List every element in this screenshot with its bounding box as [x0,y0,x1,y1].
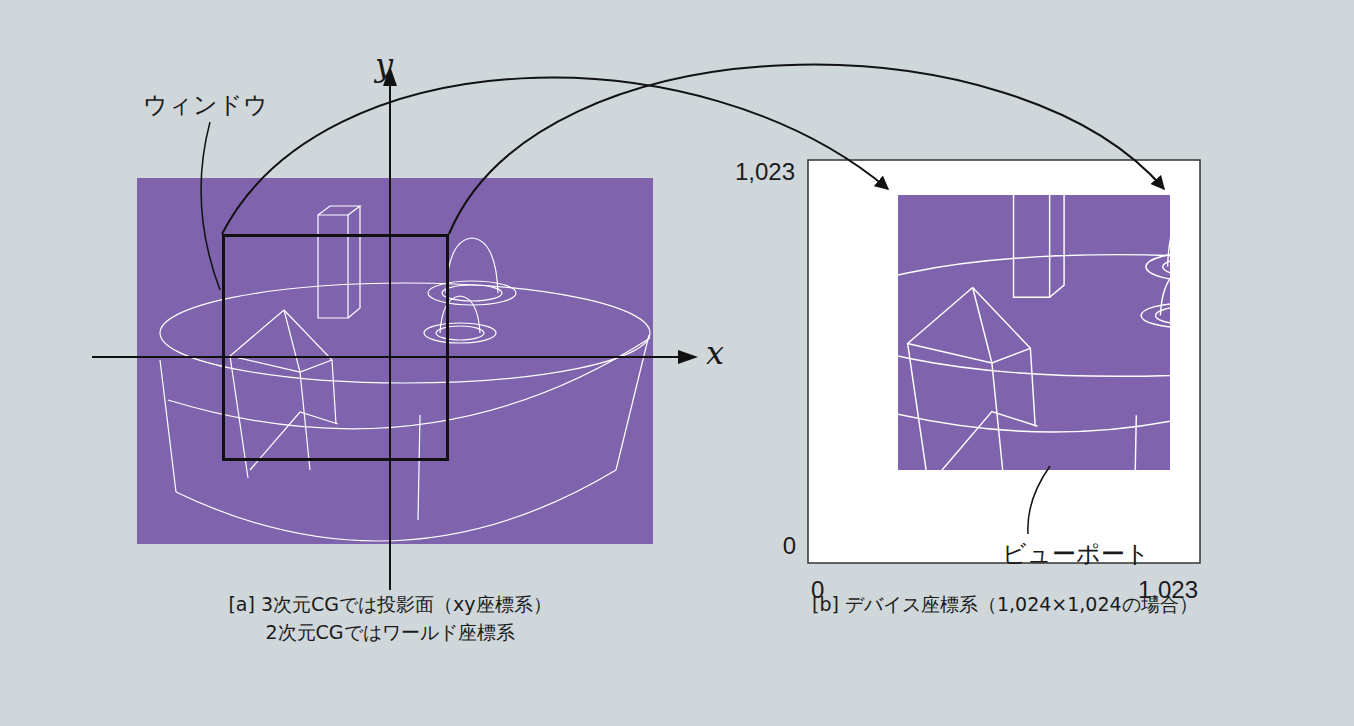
viewport-label: ビューポート [1002,538,1150,570]
caption-text: 2次元CGではワールド座標系 [120,620,660,646]
caption-text: [b] デバイス座標系（1,024×1,024の場合） [812,592,1252,618]
coordinate-label: 0 [770,532,796,560]
mapping-arrow [449,65,1164,234]
caption-text: [a] 3次元CGでは投影面（xy座標系） [120,592,660,618]
coordinate-label: 1,023 [690,158,795,186]
viewport-fill [898,195,1170,470]
window-frame: ウィンドウ [222,234,449,461]
axis-label: x [706,334,724,372]
window-label: ウィンドウ [143,89,268,121]
device-frame [808,160,1200,563]
mapping-arrow [222,78,888,234]
viewport-area: ビューポート [898,195,1170,470]
projection-plane [137,178,653,544]
axes [92,66,698,590]
leader-line [201,122,220,290]
leader-line [1028,466,1050,534]
axis-label: y [375,46,393,84]
